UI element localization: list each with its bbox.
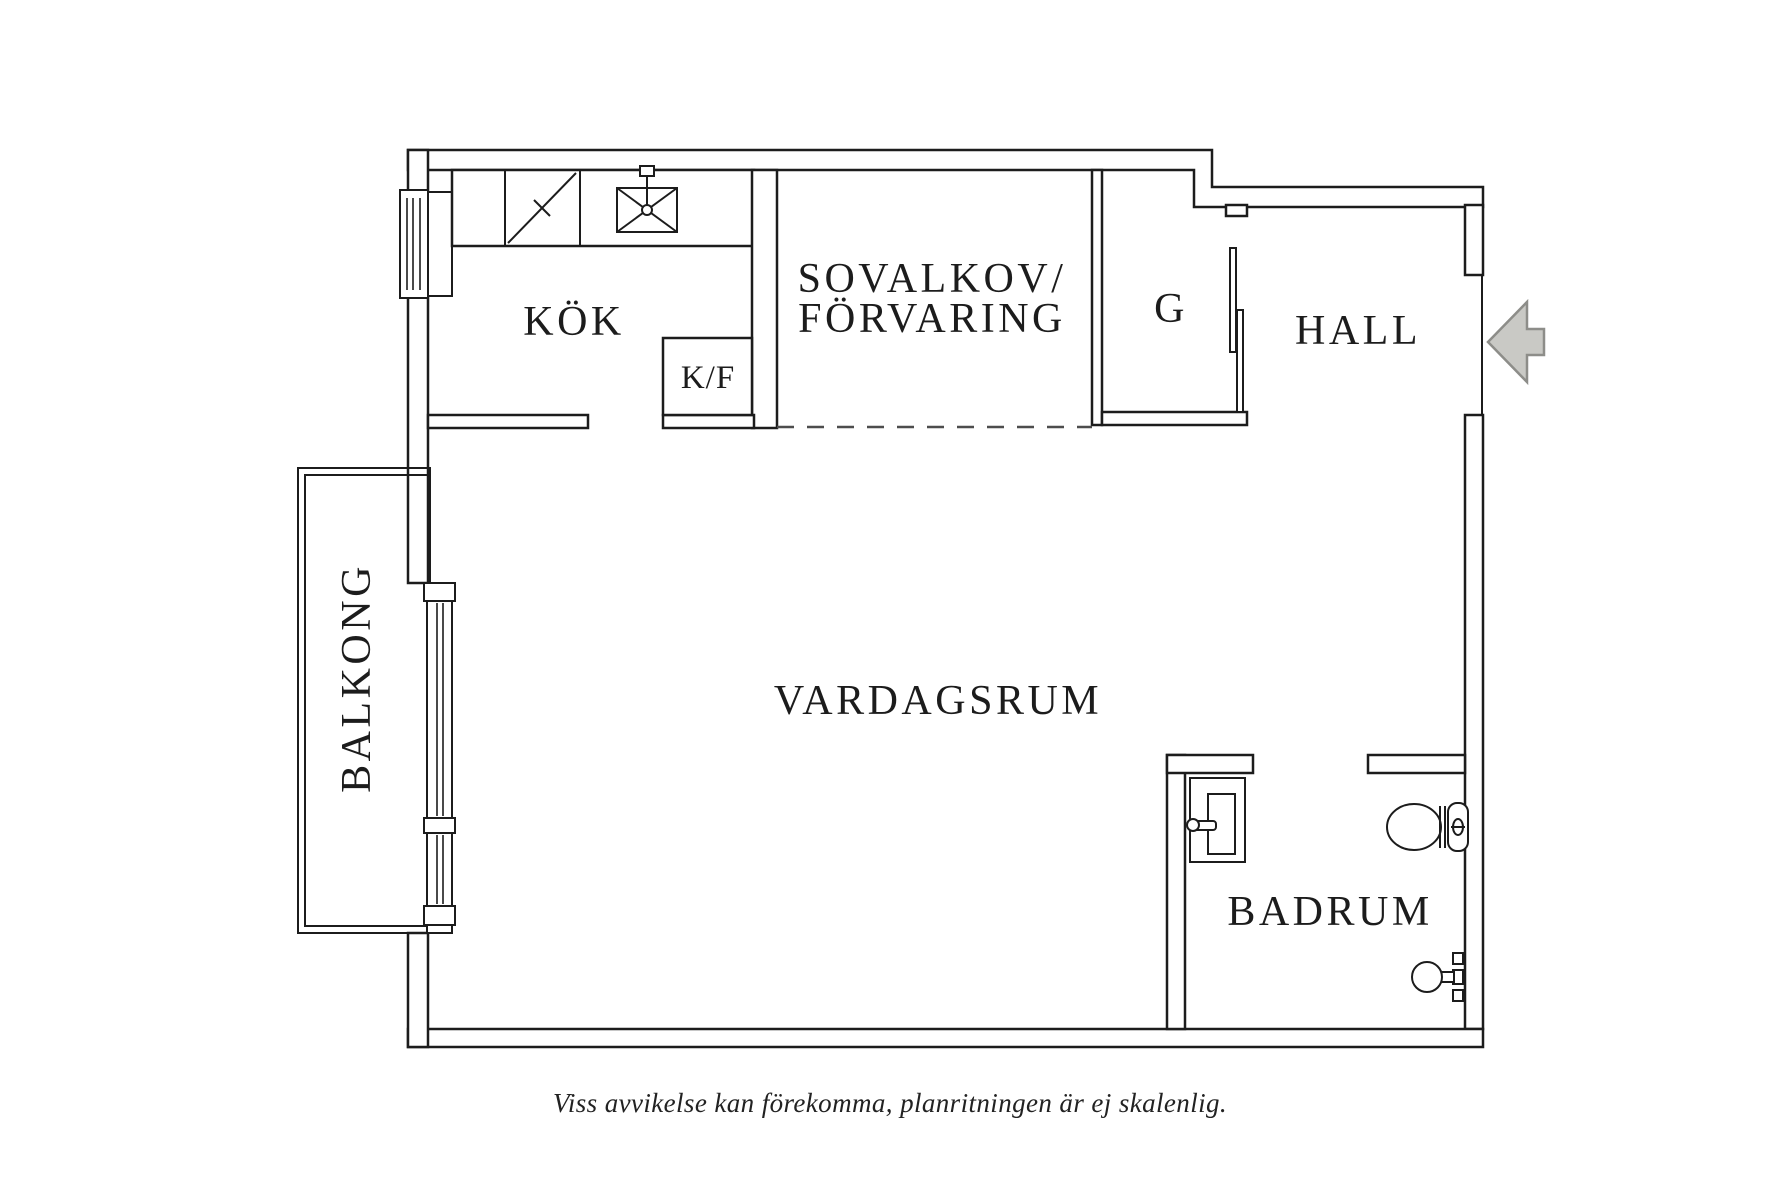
wardrobe-bottom-wall: [1100, 410, 1249, 427]
bathroom-left-wall: [1165, 753, 1187, 1031]
washbasin-icon: [1186, 777, 1246, 863]
toilet-icon: [1386, 802, 1469, 852]
bathroom-top-left-wall: [1165, 753, 1255, 775]
left-wall-bottom: [406, 931, 430, 1049]
bottom-wall: [406, 1027, 1485, 1049]
left-wall-top: [406, 148, 430, 194]
window-frame: [399, 189, 429, 299]
window-reveal: [427, 191, 453, 297]
interior-walls: [426, 168, 1467, 1031]
balcony-window-bar: [423, 817, 456, 834]
balcony-window-bar: [423, 905, 456, 926]
room-label-hall: HALL: [1295, 308, 1421, 354]
balcony-door-window: [423, 582, 456, 934]
sliding-door: [1229, 247, 1244, 413]
kitchen-counter: [450, 168, 756, 248]
stove-icon: [507, 172, 577, 244]
outer-walls: [406, 148, 1485, 1049]
shower-icon: [1411, 952, 1464, 1002]
room-label-living-room: VARDAGSRUM: [774, 678, 1102, 724]
bathroom-top-right-wall: [1366, 753, 1467, 775]
room-label-alcove-line1: SOVALKOV/: [798, 256, 1067, 302]
room-label-alcove-line2: FÖRVARING: [798, 296, 1066, 342]
kitchen-sink-icon: [616, 165, 678, 233]
balcony-window-bar: [423, 582, 456, 602]
kitchen-window: [399, 189, 453, 299]
room-label-wardrobe: G: [1154, 286, 1188, 332]
room-label-bathroom: BADRUM: [1227, 889, 1432, 935]
alcove-wardrobe-wall: [1090, 168, 1104, 427]
kitchen-bottom-wall: [426, 413, 590, 430]
left-wall-mid: [406, 294, 430, 585]
kf-bottom-wall: [661, 413, 756, 430]
balcony-window-frame: [426, 582, 453, 934]
balcony: [297, 467, 456, 934]
disclaimer-text: Viss avvikelse kan förekomma, planritnin…: [553, 1088, 1227, 1118]
entrance-arrow-icon: [1486, 298, 1546, 386]
room-label-kitchen: KÖK: [523, 299, 625, 345]
right-wall-lower: [1463, 413, 1485, 1031]
right-wall-upper: [1463, 203, 1485, 277]
wall-notch: [1224, 203, 1249, 218]
room-label-fridge-freezer: K/F: [681, 360, 735, 396]
room-label-balcony: BALKONG: [334, 563, 380, 793]
kitchen-alcove-wall: [750, 168, 779, 430]
fridge-freezer-cabinet: [661, 336, 754, 417]
